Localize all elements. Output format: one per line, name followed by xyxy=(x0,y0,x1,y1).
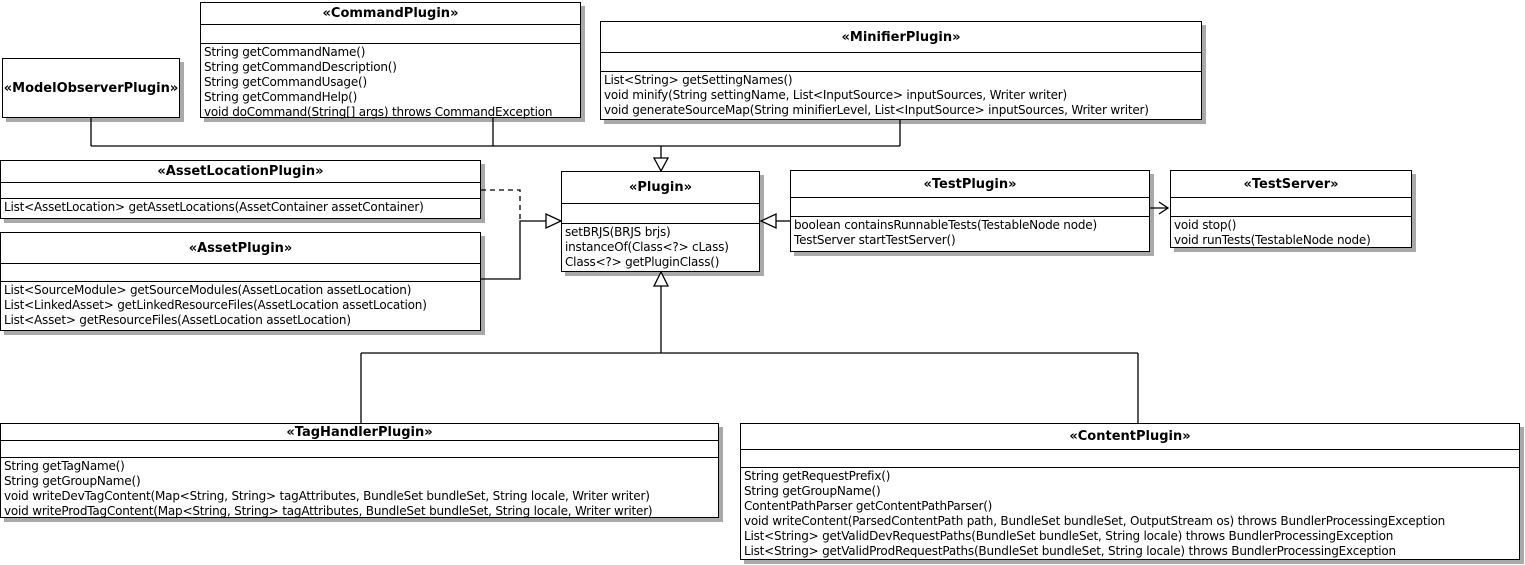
generalization-arrowhead-plugin-right xyxy=(759,212,777,230)
attributes-compartment xyxy=(741,450,1519,468)
class-title: «MinifierPlugin» xyxy=(601,22,1201,53)
attributes-compartment xyxy=(562,204,759,224)
class-title: «TagHandlerPlugin» xyxy=(1,424,718,441)
class-title: «ContentPlugin» xyxy=(741,424,1519,450)
class-title: «CommandPlugin» xyxy=(201,3,580,25)
attributes-compartment xyxy=(1,183,480,199)
class-title: «AssetPlugin» xyxy=(1,233,480,264)
method: TestServer startTestServer() xyxy=(794,233,956,247)
method: boolean containsRunnableTests(TestableNo… xyxy=(794,218,1097,232)
class-plugin: «Plugin» setBRJS(BRJS brjs) instanceOf(C… xyxy=(561,171,760,272)
method: String getCommandHelp() xyxy=(204,90,358,104)
method: String getCommandName() xyxy=(204,45,366,59)
methods-compartment: String getTagName() String getGroupName(… xyxy=(1,458,718,519)
generalization-line-top-group xyxy=(90,118,901,158)
methods-compartment: List<String> getSettingNames() void mini… xyxy=(601,72,1201,119)
method: List<Asset> getResourceFiles(AssetLocati… xyxy=(4,313,351,327)
method: void writeProdTagContent(Map<String, Str… xyxy=(4,504,653,518)
class-command-plugin: «CommandPlugin» String getCommandName() … xyxy=(200,2,581,120)
method: setBRJS(BRJS brjs) xyxy=(565,225,671,239)
method: void doCommand(String[] args) throws Com… xyxy=(204,105,553,119)
attributes-compartment xyxy=(601,53,1201,72)
method: void minify(String settingName, List<Inp… xyxy=(604,88,1067,102)
attributes-compartment xyxy=(1,441,718,458)
class-test-server: «TestServer» void stop() void runTests(T… xyxy=(1170,170,1412,248)
method: void writeDevTagContent(Map<String, Stri… xyxy=(4,489,650,503)
method: List<String> getSettingNames() xyxy=(604,73,793,87)
method: List<LinkedAsset> getLinkedResourceFiles… xyxy=(4,298,427,312)
generalization-line-asset-plugin xyxy=(481,220,546,280)
class-test-plugin: «TestPlugin» boolean containsRunnableTes… xyxy=(790,170,1150,252)
method: String getTagName() xyxy=(4,459,125,473)
class-title: «ModelObserverPlugin» xyxy=(3,80,179,96)
class-minifier-plugin: «MinifierPlugin» List<String> getSetting… xyxy=(600,21,1202,120)
method: void generateSourceMap(String minifierLe… xyxy=(604,103,1149,117)
class-title: «TestPlugin» xyxy=(791,171,1149,198)
open-arrowhead-test-server xyxy=(1158,201,1170,215)
class-asset-plugin: «AssetPlugin» List<SourceModule> getSour… xyxy=(0,232,481,331)
method: ContentPathParser getContentPathParser() xyxy=(744,499,993,513)
method: List<AssetLocation> getAssetLocations(As… xyxy=(4,200,424,214)
method: List<String> getValidProdRequestPaths(Bu… xyxy=(744,544,1396,558)
methods-compartment: void stop() void runTests(TestableNode n… xyxy=(1171,217,1411,248)
methods-compartment: List<SourceModule> getSourceModules(Asse… xyxy=(1,282,480,330)
methods-compartment: boolean containsRunnableTests(TestableNo… xyxy=(791,217,1149,251)
method: String getRequestPrefix() xyxy=(744,469,891,483)
attributes-compartment xyxy=(791,198,1149,217)
method: List<SourceModule> getSourceModules(Asse… xyxy=(4,283,412,297)
method: String getGroupName() xyxy=(744,484,881,498)
methods-compartment: String getCommandName() String getComman… xyxy=(201,44,580,120)
class-asset-location-plugin: «AssetLocationPlugin» List<AssetLocation… xyxy=(0,160,481,219)
attributes-compartment xyxy=(1171,198,1411,217)
method: String getCommandUsage() xyxy=(204,75,367,89)
method: Class<?> getPluginClass() xyxy=(565,255,720,269)
class-title: «TestServer» xyxy=(1171,171,1411,198)
method: instanceOf(Class<?> cLass) xyxy=(565,240,729,254)
attributes-compartment xyxy=(201,25,580,44)
generalization-arrowhead-plugin-top xyxy=(652,157,670,173)
attributes-compartment xyxy=(1,264,480,282)
method: void runTests(TestableNode node) xyxy=(1174,233,1371,247)
method: void writeContent(ParsedContentPath path… xyxy=(744,514,1446,528)
class-model-observer-plugin: «ModelObserverPlugin» xyxy=(2,58,180,118)
class-tag-handler-plugin: «TagHandlerPlugin» String getTagName() S… xyxy=(0,423,719,518)
methods-compartment: setBRJS(BRJS brjs) instanceOf(Class<?> c… xyxy=(562,224,759,271)
generalization-arrowhead-plugin-left xyxy=(545,212,563,230)
method: String getCommandDescription() xyxy=(204,60,397,74)
method: List<String> getValidDevRequestPaths(Bun… xyxy=(744,529,1394,543)
method: void stop() xyxy=(1174,218,1237,232)
generalization-arrowhead-plugin-bottom xyxy=(652,270,670,287)
class-title: «Plugin» xyxy=(562,172,759,204)
method: String getGroupName() xyxy=(4,474,141,488)
class-content-plugin: «ContentPlugin» String getRequestPrefix(… xyxy=(740,423,1520,560)
realization-dashed-line-asset-location xyxy=(481,189,521,221)
class-title: «AssetLocationPlugin» xyxy=(1,161,480,183)
methods-compartment: List<AssetLocation> getAssetLocations(As… xyxy=(1,199,480,218)
methods-compartment: String getRequestPrefix() String getGrou… xyxy=(741,468,1519,559)
